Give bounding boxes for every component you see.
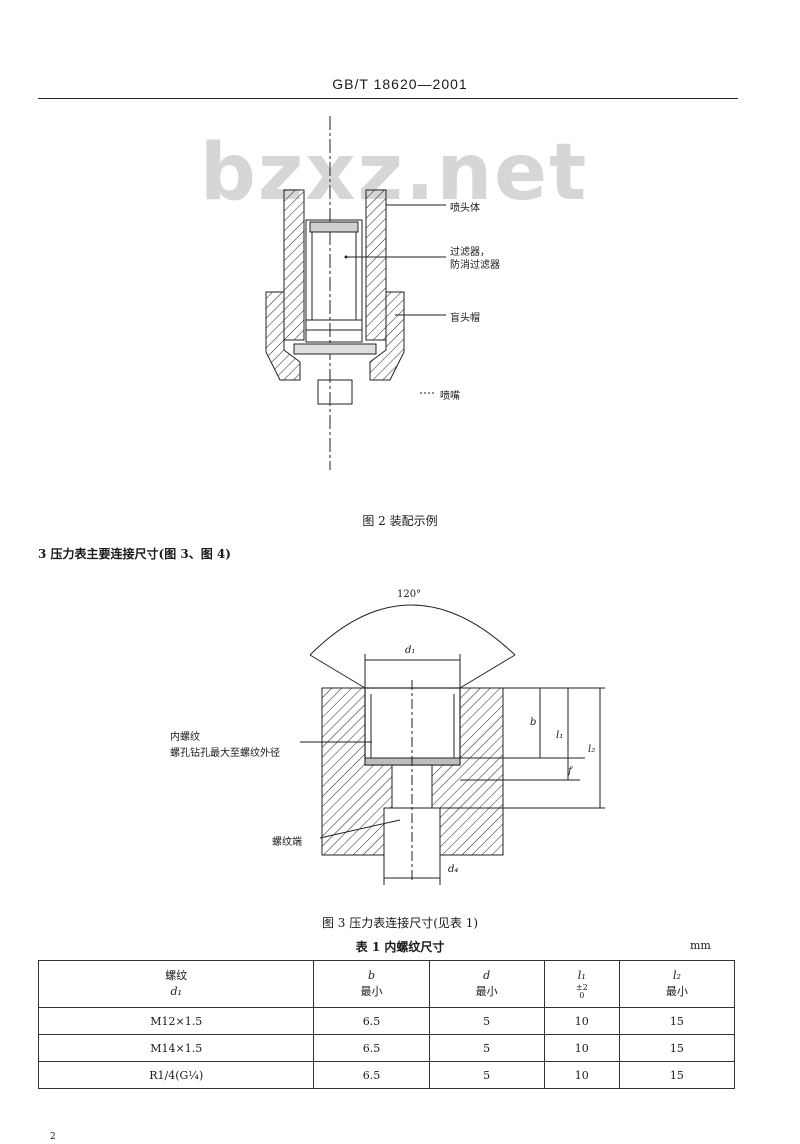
label-b: b bbox=[530, 717, 537, 728]
note-internal-thread: 内螺纹 bbox=[170, 732, 200, 743]
cell-b: 6.5 bbox=[313, 1061, 430, 1089]
cell-l1: 10 bbox=[543, 1034, 620, 1062]
label-filter: 过滤器， 防消过滤器 bbox=[450, 247, 500, 271]
watermark: bzxz.net bbox=[200, 128, 589, 218]
cell-l2: 15 bbox=[618, 1034, 736, 1062]
col-l1: l₁±2 0 bbox=[543, 960, 620, 1008]
page-header: GB/T 18620—2001 bbox=[332, 76, 468, 92]
note-drill-size: 螺孔钻孔最大至螺纹外径 bbox=[170, 748, 280, 759]
table-row: M14×1.5 6.5 5 10 15 bbox=[37, 1034, 736, 1062]
cell-d: 5 bbox=[428, 1061, 545, 1089]
cell-d: 5 bbox=[428, 1007, 545, 1035]
body-wall-left bbox=[283, 189, 305, 341]
figure-2-caption: 图 2 装配示例 bbox=[362, 514, 438, 528]
cell-l1: 10 bbox=[543, 1061, 620, 1089]
label-nozzle: 喷嘴 bbox=[440, 391, 460, 402]
cell-l1: 10 bbox=[543, 1007, 620, 1035]
section-heading: 3 压力表主要连接尺寸(图 3、图 4) bbox=[38, 547, 231, 561]
cell-thread: M12×1.5 bbox=[37, 1007, 315, 1035]
cell-b: 6.5 bbox=[313, 1007, 430, 1035]
body-wall-right bbox=[365, 189, 387, 341]
label-cap: 盲头帽 bbox=[450, 313, 480, 324]
cell-thread: R1/4(G¼) bbox=[37, 1061, 315, 1089]
cell-l2: 15 bbox=[618, 1007, 736, 1035]
figure-3-caption: 图 3 压力表连接尺寸(见表 1) bbox=[321, 916, 479, 930]
page-number: 2 bbox=[50, 1132, 56, 1142]
nozzle bbox=[317, 379, 353, 405]
label-body: 喷头体 bbox=[450, 203, 480, 214]
header-rule bbox=[38, 98, 738, 99]
label-thread-end: 螺纹端 bbox=[272, 837, 302, 848]
label-d1: d₁ bbox=[405, 645, 416, 656]
cell-thread: M14×1.5 bbox=[37, 1034, 315, 1062]
table-unit: mm bbox=[690, 939, 711, 952]
cell-l2: 15 bbox=[618, 1061, 736, 1089]
table-row: R1/4(G¼) 6.5 5 10 15 bbox=[37, 1061, 736, 1089]
label-angle: 120° bbox=[397, 589, 422, 600]
label-l1: l₁ bbox=[556, 730, 564, 741]
cell-d: 5 bbox=[428, 1034, 545, 1062]
label-d4: d₄ bbox=[448, 864, 459, 875]
cell-b: 6.5 bbox=[313, 1034, 430, 1062]
table-row: M12×1.5 6.5 5 10 15 bbox=[37, 1007, 736, 1035]
filter-body bbox=[305, 219, 363, 331]
cap-right bbox=[369, 291, 405, 381]
label-f: f bbox=[568, 766, 572, 777]
block-right bbox=[431, 687, 504, 856]
cap-left bbox=[265, 291, 301, 381]
table-1-title: 表 1 内螺纹尺寸 bbox=[355, 940, 445, 954]
label-l2: l₂ bbox=[588, 744, 596, 755]
